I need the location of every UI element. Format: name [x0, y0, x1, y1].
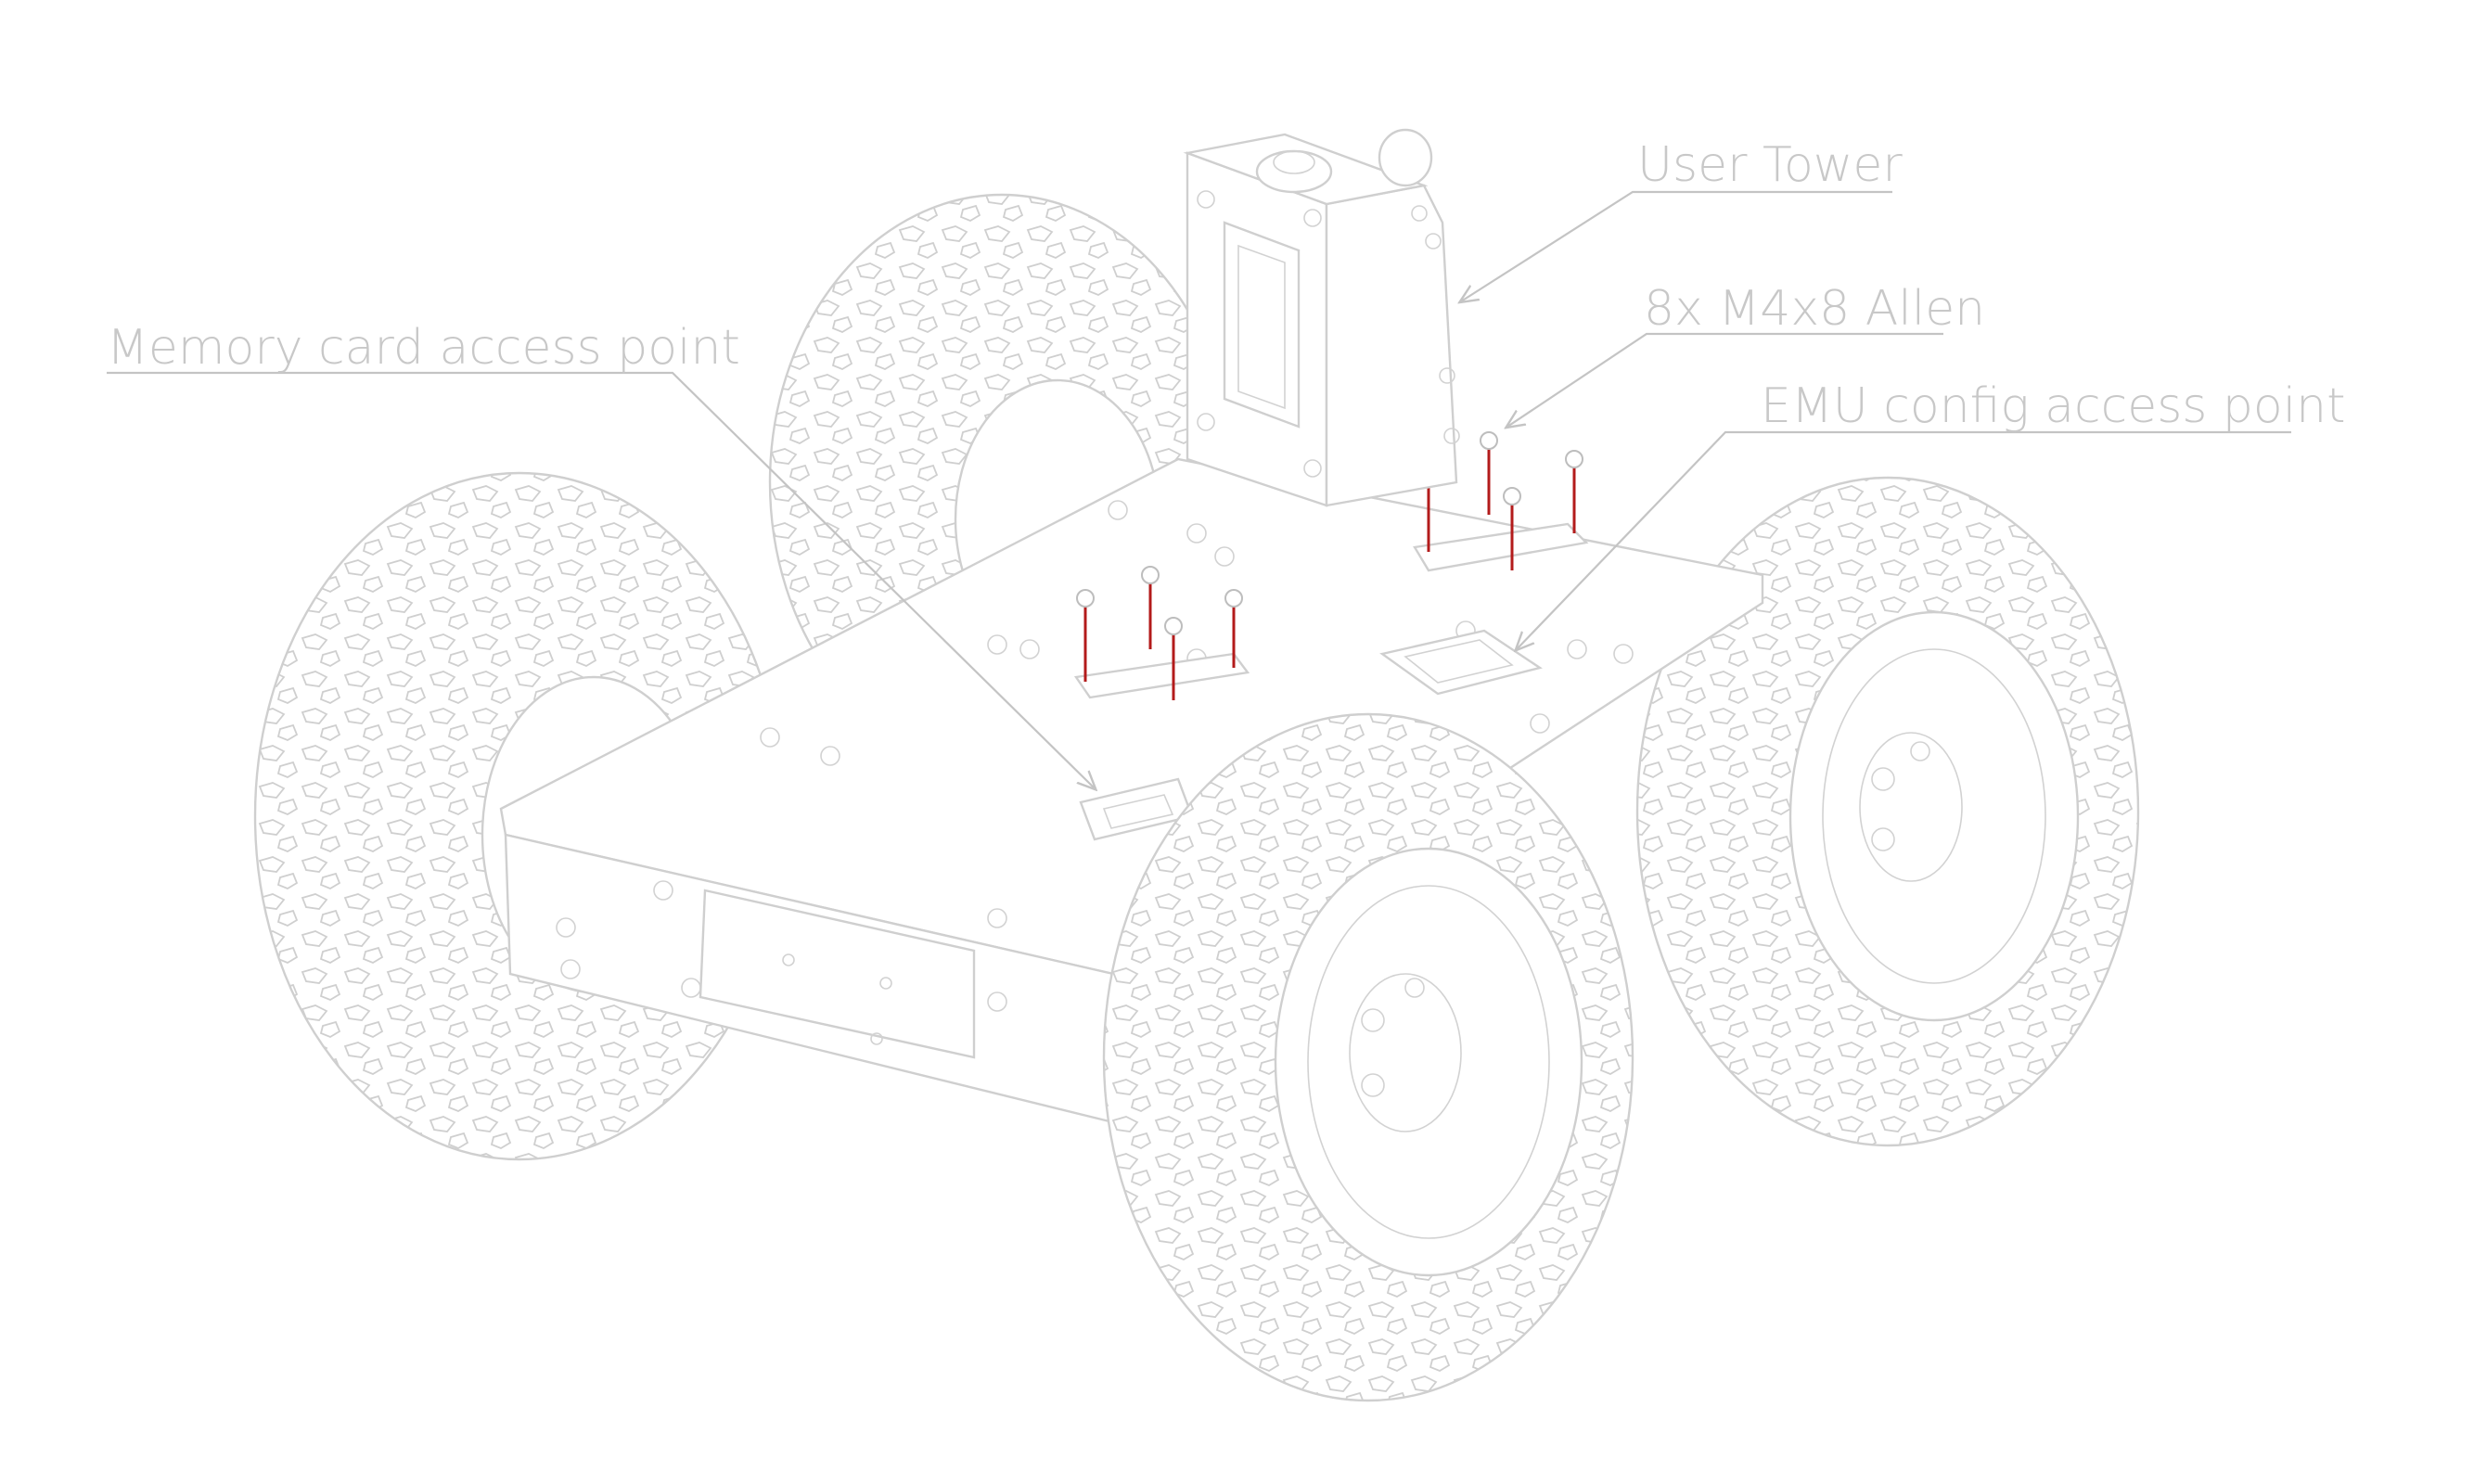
leader-emu-config: [1517, 430, 2291, 649]
label-user-tower: User Tower: [1637, 137, 1903, 193]
leader-memory-card: [107, 371, 1095, 788]
leader-user-tower: [1461, 190, 1892, 301]
emu-config-access-hatch: [1379, 629, 1543, 696]
user-tower: [1183, 128, 1460, 507]
chassis: [499, 457, 1764, 1124]
wheel-front-right: [1102, 712, 1634, 1402]
label-memory-card: Memory card access point: [107, 320, 740, 376]
bolt-plate-left: [1073, 566, 1250, 700]
label-emu-config: EMU config access point: [1761, 378, 2346, 434]
bolt-plate-right: [1413, 431, 1589, 572]
label-bolts: 8x M4x8 Allen: [1644, 281, 1985, 337]
callout-labels: User Tower 8x M4x8 Allen EMU config acce…: [107, 137, 2346, 434]
leader-lines: [107, 190, 2291, 788]
leader-bolts: [1507, 332, 1943, 427]
wheel-back-right: [1635, 476, 2140, 1147]
